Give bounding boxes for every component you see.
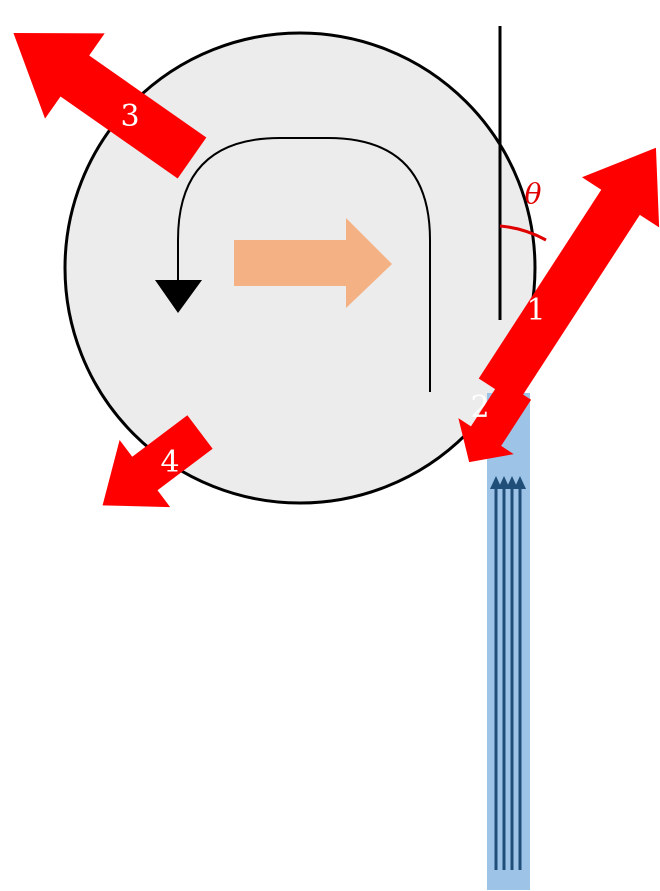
arrow-label-4: 4 [160, 445, 179, 480]
force-arrow-4 [102, 415, 213, 508]
force-arrow-2 [458, 380, 532, 463]
force-arrow-1 [478, 147, 660, 404]
arrow-label-3: 3 [120, 99, 139, 134]
angle-arc [499, 224, 547, 242]
u-turn-arrow-icon [177, 137, 431, 392]
arrow-label-2: 2 [470, 390, 489, 425]
force-arrow-3 [13, 32, 207, 179]
streamline-jet-icon [487, 393, 530, 890]
arrow-label-1: 1 [526, 293, 545, 328]
angle-label: θ [525, 178, 542, 211]
block-arrow-right-icon [234, 218, 392, 308]
u-turn-arrowhead-icon [155, 280, 202, 313]
